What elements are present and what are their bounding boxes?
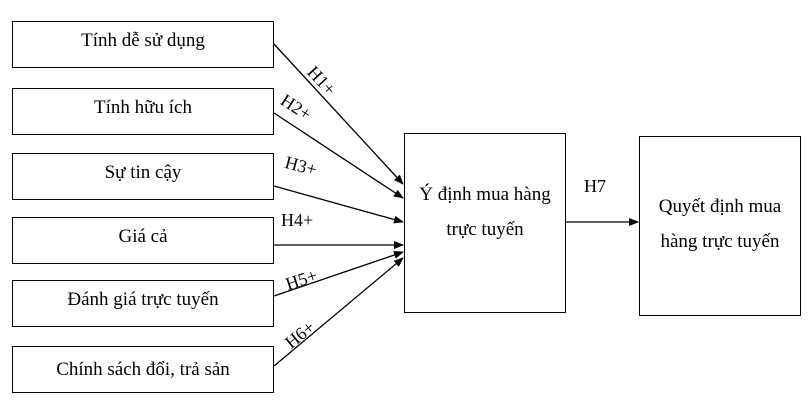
purchase-intention-box: Ý định mua hàng trực tuyến — [404, 133, 566, 313]
arrow-h3 — [273, 185, 404, 224]
factor-label: Tính hữu ích — [94, 96, 192, 118]
arrow-h5 — [273, 251, 404, 297]
hypothesis-label-h7: H7 — [584, 176, 606, 196]
factor-online-reviews: Đánh giá trực tuyến — [12, 280, 274, 327]
hypothesis-label-h4: H4+ — [281, 210, 314, 230]
factor-usefulness: Tính hữu ích — [12, 88, 274, 135]
factor-label: Đánh giá trực tuyến — [67, 288, 219, 310]
factor-return-policy: Chính sách đổi, trả sản — [12, 346, 274, 393]
factor-price: Giá cả — [12, 217, 274, 264]
purchase-decision-box: Quyết định mua hàng trực tuyến — [639, 136, 801, 316]
factor-label: Sự tin cậy — [104, 161, 182, 183]
factor-label: Giá cả — [118, 225, 168, 247]
factor-ease-of-use: Tính dễ sử dụng — [12, 21, 274, 68]
arrow-h6 — [273, 257, 404, 367]
purchase-intention-label: Ý định mua hàng trực tuyến — [419, 183, 551, 240]
factor-trust: Sự tin cậy — [12, 153, 274, 200]
arrow-h2 — [273, 112, 404, 199]
factor-label: Chính sách đổi, trả sản — [56, 358, 230, 380]
factor-label: Tính dễ sử dụng — [81, 29, 205, 51]
purchase-decision-label: Quyết định mua hàng trực tuyến — [658, 195, 782, 252]
arrow-h1 — [273, 43, 404, 185]
